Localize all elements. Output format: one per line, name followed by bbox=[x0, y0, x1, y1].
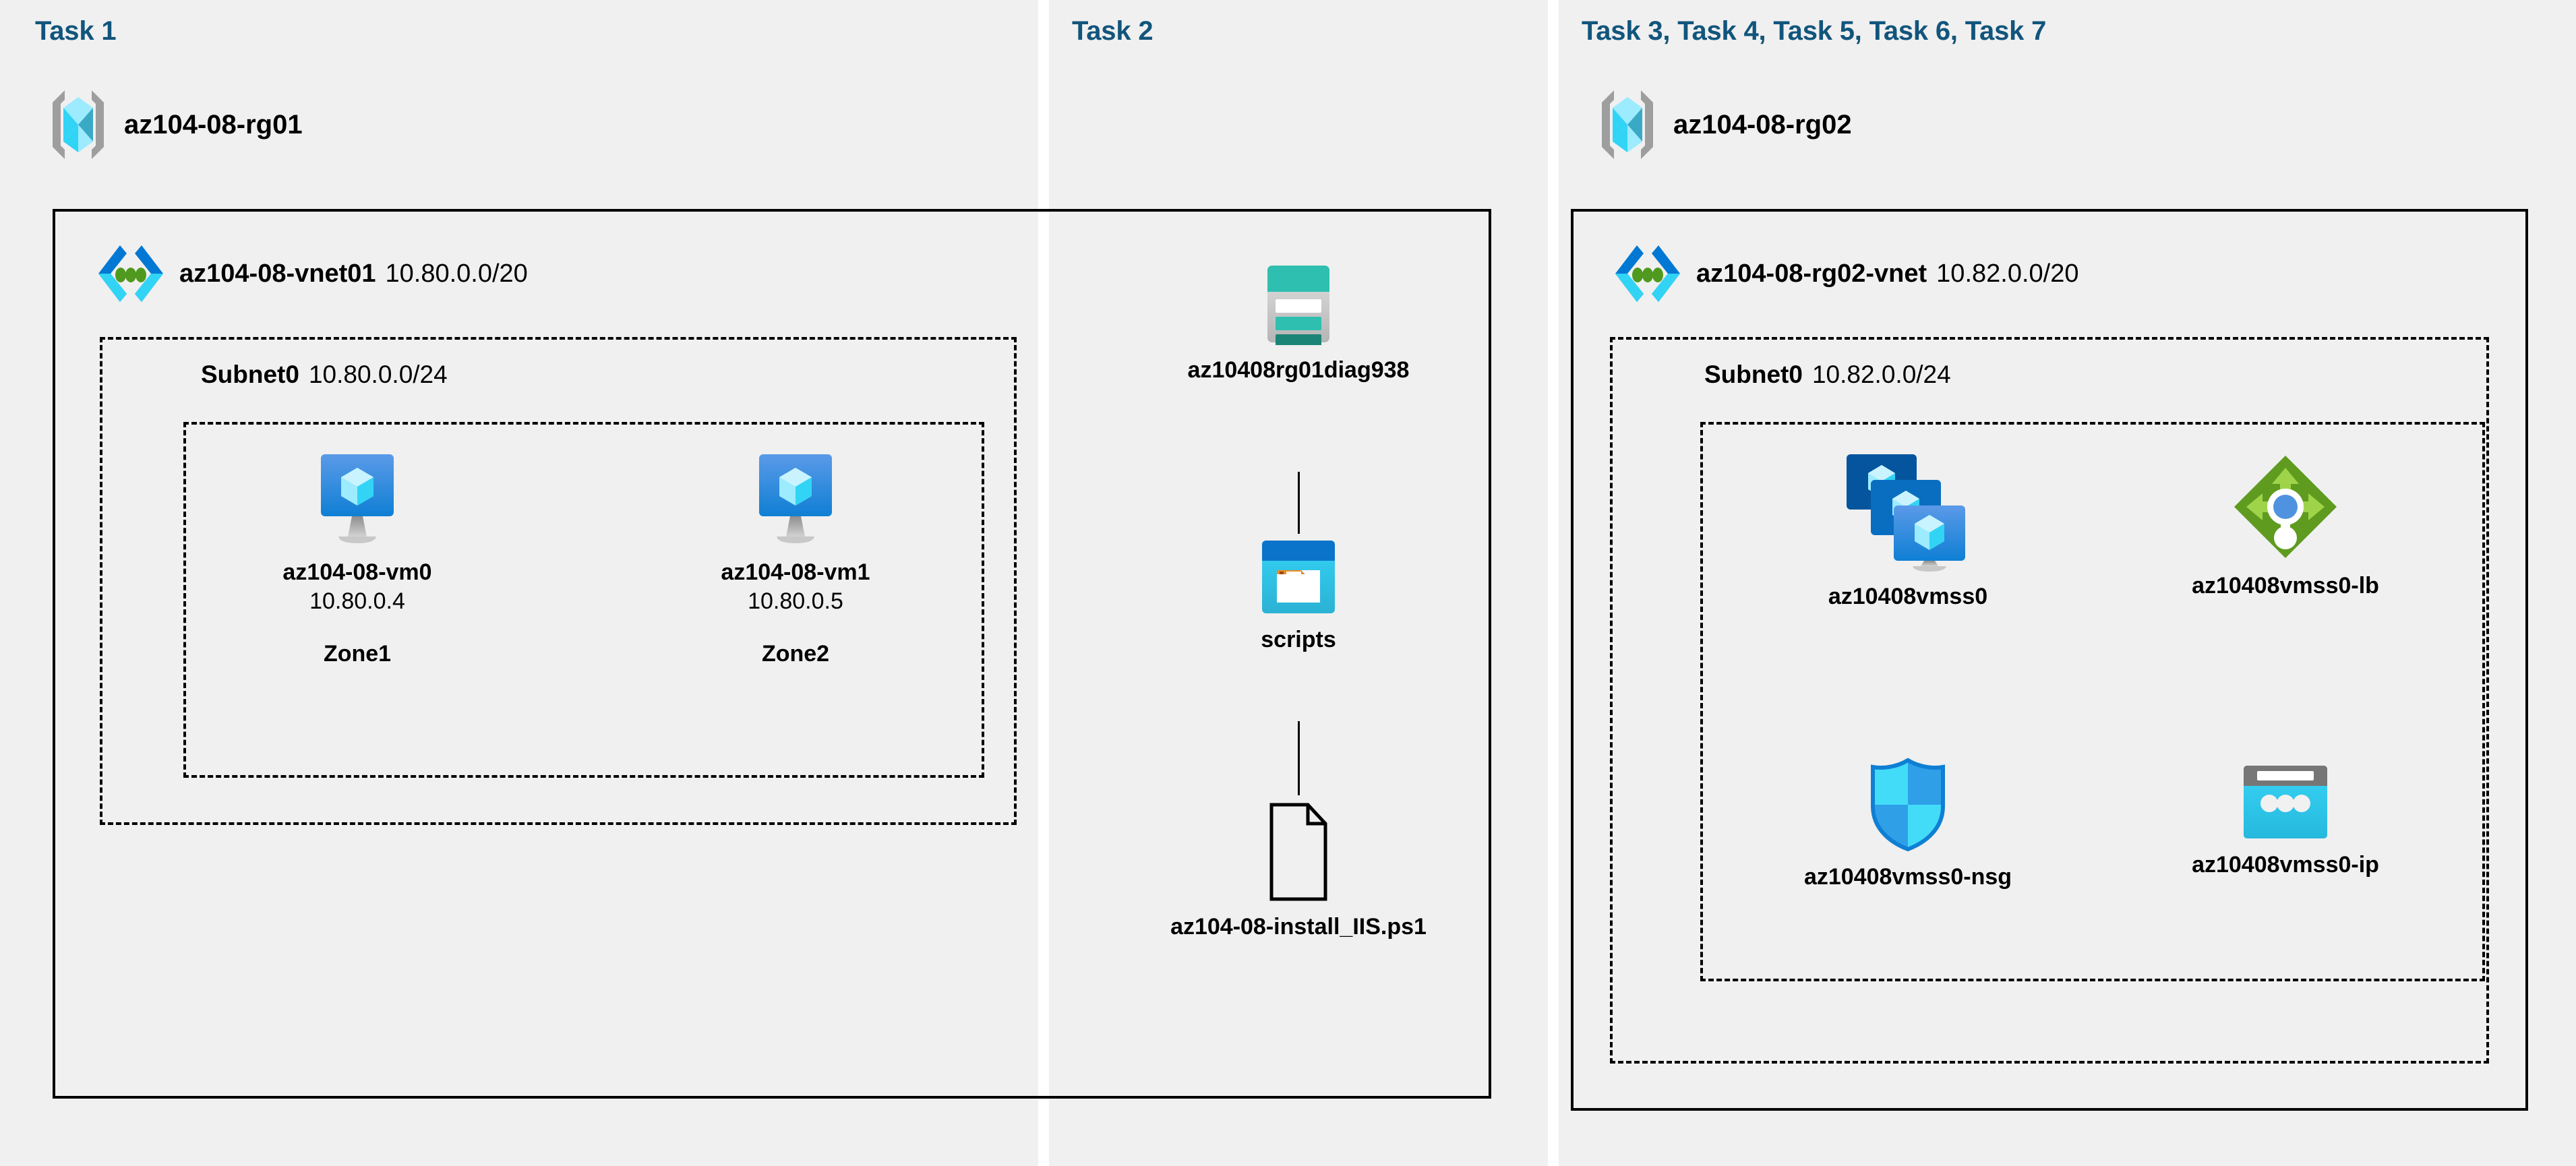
node-load-balancer: az10408vmss0-lb bbox=[2151, 453, 2420, 601]
network-security-group-icon bbox=[1867, 758, 1948, 852]
task1-subnet-cidr: 10.80.0.0/24 bbox=[308, 361, 448, 388]
node-script-file: az104-08-install_IIS.ps1 bbox=[1170, 802, 1427, 942]
task1-subnet-label: Subnet0 10.80.0.0/24 bbox=[201, 361, 448, 389]
task3-vnet-box bbox=[1571, 209, 2528, 1111]
node-network-security-group: az10408vmss0-nsg bbox=[1773, 758, 2043, 892]
panel-task-3 bbox=[1559, 0, 2576, 1166]
task3-resource-group-name: az104-08-rg02 bbox=[1673, 109, 1852, 140]
task3-subnet-cidr: 10.82.0.0/24 bbox=[1811, 361, 1951, 388]
task1-vnet-name: az104-08-vnet01 bbox=[179, 259, 376, 288]
task1-vnet-cidr: 10.80.0.0/20 bbox=[385, 259, 528, 288]
node-vm-1-name: az104-08-vm1 bbox=[721, 559, 870, 585]
script-file-icon bbox=[1263, 802, 1334, 902]
public-ip-address-icon bbox=[2242, 764, 2329, 840]
resource-group-icon bbox=[47, 88, 109, 162]
node-vm-0: az104-08-vm0 10.80.0.4 Zone1 bbox=[256, 453, 458, 667]
task-3-heading: Task 3, Task 4, Task 5, Task 6, Task 7 bbox=[1582, 16, 2047, 46]
node-blob-container-name: scripts bbox=[1261, 627, 1336, 652]
node-public-ip-address: az10408vmss0-ip bbox=[2151, 764, 2420, 880]
node-storage-account: az10408rg01diag938 bbox=[1188, 264, 1409, 385]
blob-container-icon bbox=[1261, 539, 1336, 615]
node-vm-0-name: az104-08-vm0 bbox=[282, 559, 432, 585]
task3-subnet-name: Subnet0 bbox=[1704, 361, 1803, 388]
node-network-security-group-name: az10408vmss0-nsg bbox=[1803, 864, 2012, 890]
virtual-network-icon bbox=[1613, 241, 1683, 306]
storage-account-icon bbox=[1266, 264, 1331, 345]
task1-subnet-name: Subnet0 bbox=[201, 361, 299, 388]
task3-resource-group-box bbox=[1700, 422, 2485, 981]
virtual-machine-icon bbox=[313, 453, 402, 547]
node-script-file-name: az104-08-install_IIS.ps1 bbox=[1170, 914, 1427, 940]
node-blob-container: scripts bbox=[1197, 539, 1400, 654]
virtual-network-icon bbox=[96, 241, 166, 306]
node-load-balancer-name: az10408vmss0-lb bbox=[2192, 573, 2379, 599]
task3-resource-group: az104-08-rg02 bbox=[1596, 88, 1852, 162]
node-vm-1-zone: Zone2 bbox=[761, 641, 830, 667]
task3-vnet-name: az104-08-rg02-vnet bbox=[1696, 259, 1927, 288]
resource-group-icon bbox=[1596, 88, 1658, 162]
node-public-ip-address-name: az10408vmss0-ip bbox=[2192, 852, 2379, 878]
task3-vnet-cidr: 10.82.0.0/20 bbox=[1936, 259, 2079, 288]
task1-resource-group-name: az104-08-rg01 bbox=[124, 109, 303, 140]
virtual-machine-icon bbox=[751, 453, 840, 547]
load-balancer-icon bbox=[2231, 453, 2339, 561]
task1-zone-box bbox=[183, 422, 984, 778]
task3-vnet-label: az104-08-rg02-vnet 10.82.0.0/20 bbox=[1613, 241, 2078, 306]
task3-subnet-box bbox=[1610, 337, 2489, 1064]
node-vm-0-ip: 10.80.0.4 bbox=[309, 588, 405, 614]
node-vm-0-zone: Zone1 bbox=[323, 641, 392, 667]
node-vm-1-ip: 10.80.0.5 bbox=[748, 588, 843, 614]
task1-subnet-box bbox=[100, 337, 1017, 825]
task1-vnet-label: az104-08-vnet01 10.80.0.0/20 bbox=[96, 241, 528, 306]
node-vm-scale-set: az10408vmss0 bbox=[1773, 453, 2043, 611]
node-vm-1: az104-08-vm1 10.80.0.5 Zone2 bbox=[694, 453, 897, 667]
vm-scale-set-icon bbox=[1845, 453, 1971, 572]
task-1-heading: Task 1 bbox=[35, 16, 117, 46]
task1-vnet-box bbox=[53, 209, 1491, 1099]
node-storage-account-name: az10408rg01diag938 bbox=[1187, 357, 1410, 383]
panel-task-1 bbox=[0, 0, 1038, 1166]
connector-container-to-file bbox=[1298, 721, 1300, 795]
node-vm-scale-set-name: az10408vmss0 bbox=[1828, 584, 1988, 609]
task3-subnet-label: Subnet0 10.82.0.0/24 bbox=[1704, 361, 1951, 389]
connector-storage-to-container bbox=[1298, 472, 1300, 534]
task1-resource-group: az104-08-rg01 bbox=[47, 88, 303, 162]
task-2-heading: Task 2 bbox=[1072, 16, 1154, 46]
